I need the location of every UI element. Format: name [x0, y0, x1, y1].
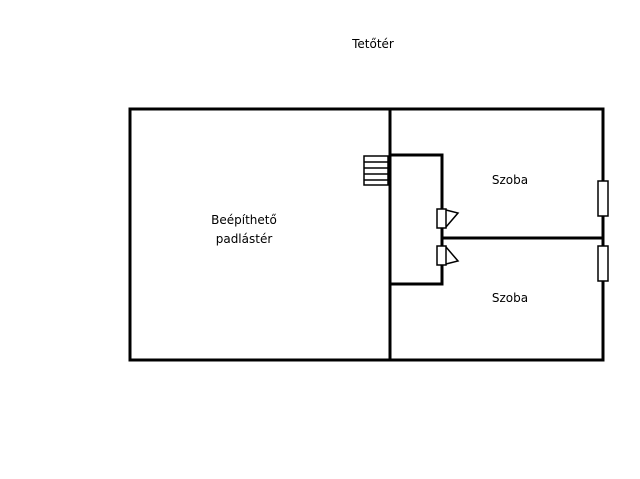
room-top-label: Szoba	[492, 173, 528, 187]
attic-label-line2: padlástér	[216, 232, 273, 246]
staircase	[363, 155, 389, 186]
hall-enclosure	[390, 153, 444, 286]
plan-title: Tetőtér	[351, 37, 394, 51]
outer-wall	[128, 107, 605, 362]
window-bottom-room	[597, 245, 609, 282]
window-top-room	[597, 180, 609, 217]
door-top-room	[436, 208, 460, 229]
attic-label-line1: Beépíthető	[211, 213, 277, 227]
room-bottom-label: Szoba	[492, 291, 528, 305]
door-bottom-room	[436, 245, 460, 266]
